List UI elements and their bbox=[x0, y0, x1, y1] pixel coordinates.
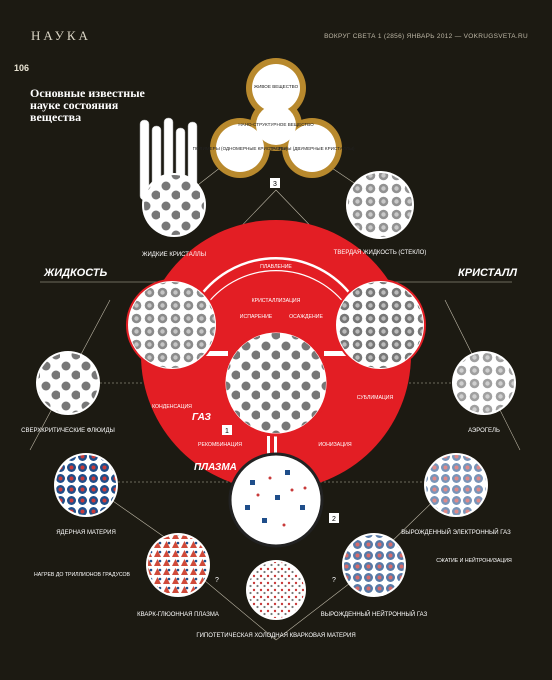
quark-gluon-label: КВАРК-ГЛЮОННАЯ ПЛАЗМА bbox=[137, 612, 219, 618]
page-number: 106 bbox=[14, 63, 30, 73]
trefoil-top: ЖИВОЕ ВЕЩЕСТВО bbox=[254, 84, 299, 89]
gas-plasma-link-a bbox=[267, 436, 270, 458]
ionization-label: ИОНИЗАЦИЯ bbox=[318, 442, 351, 448]
plasma-label: ПЛАЗМА bbox=[194, 462, 237, 473]
degenerate-electron-label: ВЫРОЖДЕННЫЙ ЭЛЕКТРОННЫЙ ГАЗ bbox=[401, 528, 511, 536]
unknown-right: ? bbox=[332, 577, 336, 584]
liquid-gas-link bbox=[206, 351, 228, 356]
liquid-label: ЖИДКОСТЬ bbox=[43, 267, 107, 279]
page-title: Основные известные науке состояния вещес… bbox=[30, 86, 145, 124]
recombination-label: РЕКОМБИНАЦИЯ bbox=[198, 442, 242, 448]
melting-label: ПЛАВЛЕНИЕ bbox=[260, 264, 292, 270]
quark-gluon-particles bbox=[148, 535, 208, 595]
deposition-label: ОСАЖДЕНИЕ bbox=[289, 314, 323, 320]
condensation-label: КОНДЕНСАЦИЯ bbox=[152, 404, 192, 410]
gas-particles bbox=[226, 333, 326, 433]
liquid-crystal-particles bbox=[144, 175, 204, 235]
sublimation-label: СУБЛИМАЦИЯ bbox=[357, 395, 394, 401]
neutron-particles bbox=[344, 535, 404, 595]
compression-label: СЖАТИЕ И НЕЙТРОНИЗАЦИЯ bbox=[436, 556, 512, 564]
marker-three: 3 bbox=[273, 181, 277, 188]
degenerate-electron-particles bbox=[426, 455, 486, 515]
melting-arc bbox=[194, 256, 358, 303]
section-title: НАУКА bbox=[31, 28, 91, 43]
crystal-gas-link bbox=[324, 351, 346, 356]
marker-two-box bbox=[329, 513, 339, 523]
plasma-electrons bbox=[256, 476, 307, 527]
gas-plasma-link-b bbox=[274, 436, 277, 458]
nuclear-label: ЯДЕРНАЯ МАТЕРИЯ bbox=[56, 530, 116, 536]
trefoil-right: ГРАФЕНЫ (ДВУМЕРНЫЕ КРИСТАЛЛЫ) bbox=[269, 146, 355, 151]
heating-label: НАГРЕВ ДО ТРИЛЛИОНОВ ГРАДУСОВ bbox=[34, 572, 131, 578]
glass-label: ТВЕРДАЯ ЖИДКОСТЬ (СТЕКЛО) bbox=[334, 250, 427, 256]
supercritical-particles bbox=[38, 353, 98, 413]
aerogel-particles bbox=[454, 353, 514, 413]
plasma-ions bbox=[245, 470, 305, 523]
unknown-left: ? bbox=[215, 577, 219, 584]
aerogel-label: АЭРОГЕЛЬ bbox=[468, 428, 500, 434]
crystallization-label: КРИСТАЛЛИЗАЦИЯ bbox=[252, 298, 301, 304]
trefoil-center: НАНО-СТРУКТУРНОЕ ВЕЩЕСТВО bbox=[238, 122, 314, 127]
marker-one-box bbox=[222, 425, 232, 435]
crystallization-arc bbox=[203, 269, 349, 309]
magazine-issue: ВОКРУГ СВЕТА 1 (2856) ЯНВАРЬ 2012 — VOKR… bbox=[324, 33, 528, 40]
crystal-particles bbox=[337, 282, 423, 368]
marker-three-box bbox=[270, 178, 280, 188]
crystal-label: КРИСТАЛЛ bbox=[458, 267, 517, 279]
cold-quark-particles bbox=[248, 562, 304, 618]
cold-quark-label: ГИПОТЕТИЧЕСКАЯ ХОЛОДНАЯ КВАРКОВАЯ МАТЕРИ… bbox=[196, 633, 355, 639]
nuclear-particles bbox=[56, 455, 116, 515]
gas-label: ГАЗ bbox=[192, 412, 211, 423]
liquid-particles bbox=[129, 282, 215, 368]
supercritical-label: СВЕРХКРИТИЧЕСКИЕ ФЛЮИДЫ bbox=[21, 428, 115, 434]
glass-particles bbox=[348, 173, 412, 237]
neutron-label: ВЫРОЖДЕННЫЙ НЕЙТРОННЫЙ ГАЗ bbox=[321, 610, 428, 618]
liquid-crystals-label: ЖИДКИЕ КРИСТАЛЛЫ bbox=[142, 252, 206, 258]
marker-two: 2 bbox=[332, 516, 336, 523]
marker-one: 1 bbox=[225, 428, 229, 435]
evaporation-label: ИСПАРЕНИЕ bbox=[240, 314, 273, 320]
trefoil bbox=[210, 58, 342, 178]
trefoil-left: ПОЛИМЕРЫ (ОДНОМЕРНЫЕ КРИСТАЛЛЫ) bbox=[193, 146, 288, 151]
